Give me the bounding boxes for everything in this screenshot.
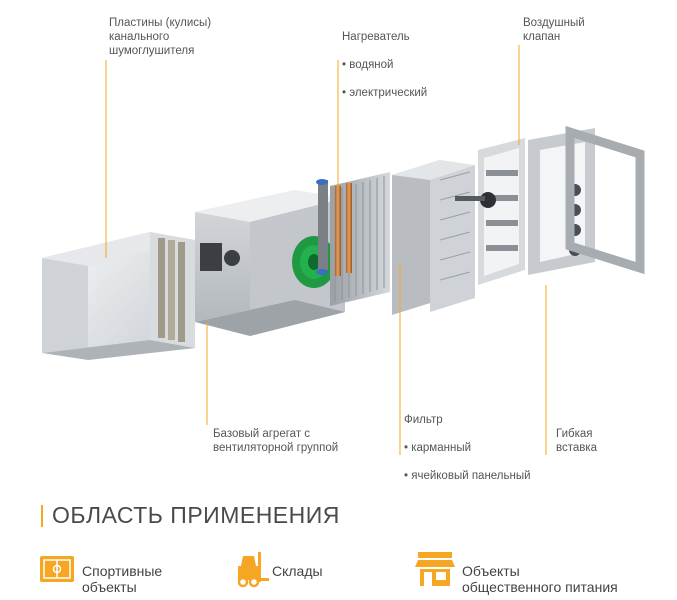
label-heater: Нагреватель • водяной • электрический <box>342 16 427 114</box>
app-warehouse-label: Склады <box>272 563 323 579</box>
app-sports-label: Спортивные объекты <box>82 563 163 595</box>
sports-field-icon <box>40 556 74 582</box>
label-base-unit: Базовый агрегат с вентиляторной группой <box>213 428 339 454</box>
leader-lines <box>105 45 547 455</box>
control-panel <box>200 243 222 271</box>
section-title: ОБЛАСТЬ ПРИМЕНЕНИЯ <box>52 502 340 528</box>
heater-item-electric: • электрический <box>342 87 428 99</box>
heater-coil <box>330 172 390 306</box>
forklift-icon <box>237 552 269 588</box>
fan-impeller <box>292 236 336 288</box>
air-valve <box>455 138 525 285</box>
label-filter: Фильтр • карманный • ячейковый панельный <box>404 399 531 497</box>
silencer-duct <box>42 232 195 360</box>
silencer-plates <box>158 238 185 342</box>
flexible-insert <box>528 125 645 275</box>
heater-item-water: • водяной <box>342 59 394 71</box>
base-fan-unit <box>195 179 345 336</box>
filter-item-pocket: • карманный <box>404 442 472 454</box>
filter-title: Фильтр <box>404 414 443 426</box>
filter-item-panel: • ячейковый панельный <box>404 470 531 482</box>
label-air-valve: Воздушный клапан <box>523 17 585 43</box>
filter-module <box>392 160 475 315</box>
heading-accent-bar <box>41 505 43 527</box>
pipe-cap <box>316 179 328 185</box>
heater-title: Нагреватель <box>342 31 410 43</box>
app-catering-label: Объекты общественного питания <box>462 563 618 595</box>
label-flex-insert: Гибкая вставка <box>556 428 598 454</box>
label-silencer-plates: Пластины (кулисы) канального шумоглушите… <box>109 17 212 57</box>
shop-icon <box>415 552 455 586</box>
